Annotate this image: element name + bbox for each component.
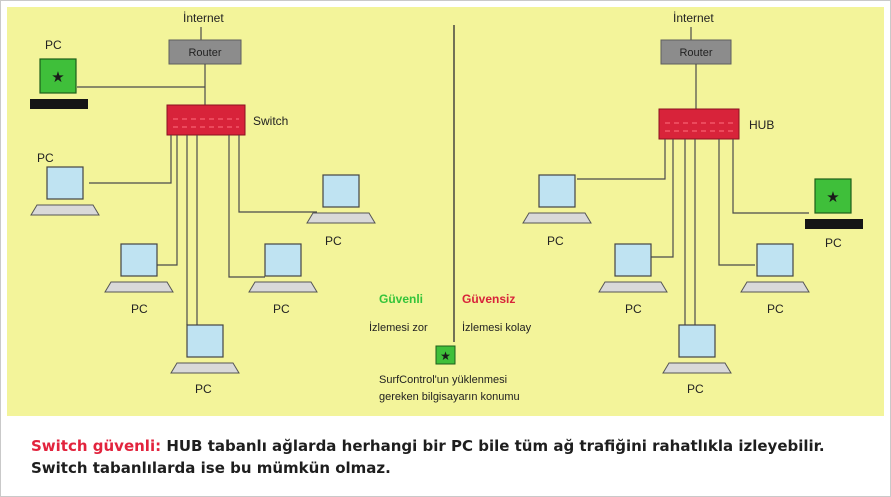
right-pc-label-3: PC [767, 302, 784, 316]
network-diagram: ★ İnternet Router Switch PC [7, 7, 884, 416]
left-agent-pc-label: PC [45, 38, 62, 52]
star-icon: ★ [435, 345, 456, 365]
insecure-title: Güvensiz [462, 292, 515, 306]
right-internet-label: İnternet [673, 11, 714, 25]
left-pc-icon-1 [30, 166, 100, 216]
right-pc-icon-1 [522, 174, 592, 224]
left-pc-label-3: PC [131, 302, 148, 316]
right-pc-icon-3 [740, 243, 810, 293]
hub-icon [658, 108, 740, 140]
left-pc-label-1: PC [37, 151, 54, 165]
left-pc-label-2: PC [325, 234, 342, 248]
right-agent-pc-label: PC [825, 236, 842, 250]
left-pc-label-4: PC [273, 302, 290, 316]
right-pc-label-1: PC [547, 234, 564, 248]
secure-subtitle: İzlemesi zor [369, 321, 428, 334]
left-pc-icon-2 [306, 174, 376, 224]
svg-text:★: ★ [440, 349, 451, 363]
left-internet-label: İnternet [183, 11, 224, 25]
right-router-label: Router [679, 47, 712, 59]
right-router-icon [660, 39, 732, 65]
caption-lead: Switch güvenli: [31, 437, 162, 455]
left-router-label: Router [188, 47, 221, 59]
hub-label: HUB [749, 118, 774, 132]
network-diagram-svg: ★ İnternet Router Switch PC [29, 11, 864, 403]
right-pc-icon-2 [598, 243, 668, 293]
left-pc-icon-3 [104, 243, 174, 293]
legend-note-line-1: SurfControl'un yüklenmesi [379, 374, 507, 386]
insecure-subtitle: İzlemesi kolay [462, 321, 532, 334]
left-switch-label: Switch [253, 114, 288, 128]
left-agent-pc-icon [29, 58, 89, 110]
left-pc-icon-4 [248, 243, 318, 293]
secure-title: Güvenli [379, 292, 423, 306]
left-switch-icon [166, 104, 246, 136]
figure-caption: Switch güvenli: HUB tabanlı ağlarda herh… [31, 435, 861, 479]
right-pc-label-2: PC [625, 302, 642, 316]
left-pc-icon-5 [170, 324, 240, 374]
right-pc-label-4: PC [687, 382, 704, 396]
caption-text: HUB tabanlı ağlarda herhangi bir PC bile… [31, 437, 825, 477]
left-pc-label-5: PC [195, 382, 212, 396]
legend-note-line-2: gereken bilgisayarın konumu [379, 391, 520, 403]
right-pc-icon-4 [662, 324, 732, 374]
right-agent-pc-icon [804, 178, 864, 230]
